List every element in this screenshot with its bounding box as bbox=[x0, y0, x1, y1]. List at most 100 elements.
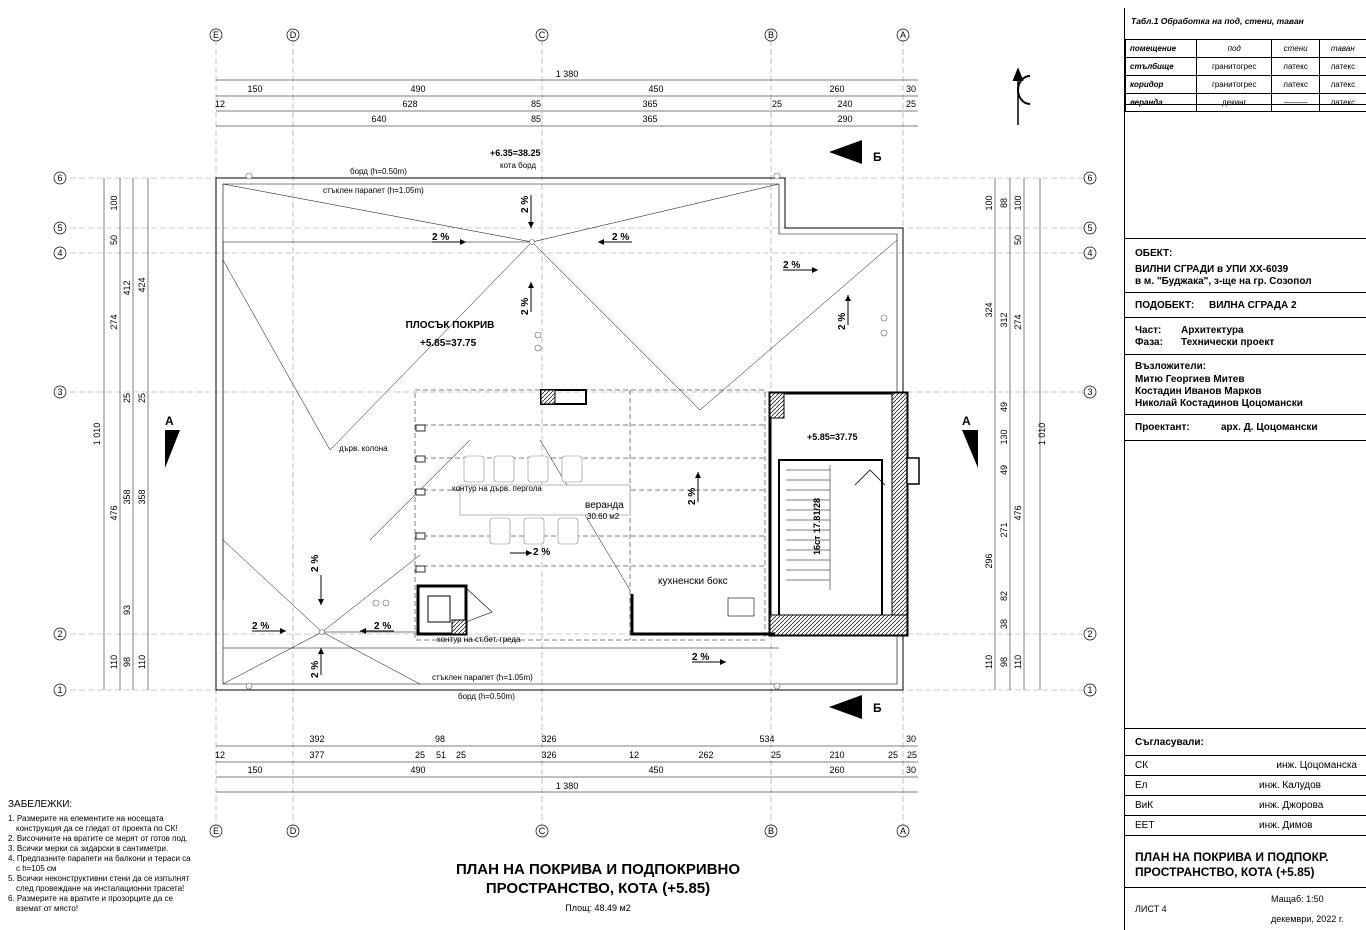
axis-number: 4 bbox=[57, 248, 62, 258]
svg-text:12: 12 bbox=[629, 750, 639, 760]
svg-text:12: 12 bbox=[215, 99, 225, 109]
axis-number: 6 bbox=[1087, 173, 1092, 183]
sheet-title-line1: ПЛАН НА ПОКРИВА И ПОДПОКР. bbox=[1135, 850, 1329, 864]
approvals-label: Съгласували: bbox=[1135, 737, 1204, 748]
finish-table: помещение под стени таван стълбище грани… bbox=[1125, 39, 1366, 112]
svg-text:476: 476 bbox=[1013, 505, 1023, 520]
svg-text:веранда: веранда bbox=[585, 500, 624, 511]
svg-text:150: 150 bbox=[247, 84, 262, 94]
axis-grid bbox=[70, 40, 1090, 830]
roof-drains bbox=[245, 172, 888, 690]
svg-text:260: 260 bbox=[829, 84, 844, 94]
note-line: след провеждане на инсталационни трасета… bbox=[16, 884, 185, 893]
svg-text:25: 25 bbox=[137, 393, 147, 403]
svg-text:100: 100 bbox=[109, 195, 119, 210]
svg-text:2 %: 2 % bbox=[783, 260, 800, 271]
client-name: Митю Георгиев Митев bbox=[1135, 374, 1245, 385]
axis-number: 3 bbox=[1087, 387, 1092, 397]
sheet-title-line2: ПРОСТРАНСТВО, КОТА (+5.85) bbox=[1135, 865, 1315, 879]
svg-text:424: 424 bbox=[137, 277, 147, 292]
note-line: 4. Предпазните парапети на балкони и тер… bbox=[8, 854, 191, 863]
svg-text:85: 85 bbox=[531, 99, 541, 109]
roof-label: ПЛОСЪК ПОКРИВ bbox=[406, 320, 495, 331]
axis-letter: D bbox=[290, 826, 297, 836]
svg-text:640: 640 bbox=[371, 114, 386, 124]
svg-text:88: 88 bbox=[999, 198, 1009, 208]
axis-number: 2 bbox=[1087, 629, 1092, 639]
svg-text:450: 450 bbox=[648, 765, 663, 775]
svg-text:50: 50 bbox=[1013, 235, 1023, 245]
svg-text:25: 25 bbox=[122, 393, 132, 403]
slope-arrows: 2 % 2 % 2 % 2 % 2 % 2 % 2 % 2 % 2 % 2 % … bbox=[252, 195, 851, 678]
svg-text:25: 25 bbox=[415, 750, 425, 760]
svg-text:326: 326 bbox=[541, 750, 556, 760]
svg-text:326: 326 bbox=[541, 734, 556, 744]
kitchen-box bbox=[630, 594, 775, 636]
svg-text:Б: Б bbox=[873, 150, 882, 164]
svg-text:2 %: 2 % bbox=[310, 555, 321, 572]
svg-text:2 %: 2 % bbox=[374, 621, 391, 632]
title-block: Табл.1 Обработка на под, стени, таван по… bbox=[1124, 8, 1366, 930]
sheet-scale: Мащаб: 1:50 bbox=[1271, 894, 1324, 904]
svg-text:2 %: 2 % bbox=[612, 232, 629, 243]
svg-text:274: 274 bbox=[1013, 314, 1023, 329]
svg-text:А: А bbox=[962, 414, 971, 428]
axis-letter: A bbox=[900, 826, 906, 836]
veranda-table bbox=[459, 455, 631, 545]
svg-text:2 %: 2 % bbox=[687, 488, 698, 505]
axis-letter: A bbox=[900, 30, 906, 40]
svg-text:490: 490 bbox=[410, 765, 425, 775]
svg-text:290: 290 bbox=[837, 114, 852, 124]
drawing-title: ПЛАН НА ПОКРИВА И ПОДПОКРИВНО ПРОСТРАНСТ… bbox=[455, 861, 741, 897]
svg-text:борд (h=0.50m): борд (h=0.50m) bbox=[350, 167, 407, 176]
designer: арх. Д. Цоцомански bbox=[1221, 422, 1318, 433]
client-name: Костадин Иванов Марков bbox=[1135, 386, 1262, 397]
svg-text:2 %: 2 % bbox=[520, 196, 531, 213]
svg-text:358: 358 bbox=[137, 489, 147, 504]
note-line: 3. Всички мерки са зидарски в сантиметри… bbox=[8, 844, 169, 853]
svg-text:контур на дърв. пергола: контур на дърв. пергола bbox=[452, 484, 542, 493]
chimney bbox=[416, 389, 587, 636]
svg-text:98: 98 bbox=[999, 657, 1009, 667]
svg-text:49: 49 bbox=[999, 465, 1009, 475]
client-name: Николай Костадинов Цоцомански bbox=[1135, 398, 1303, 409]
axis-number: 1 bbox=[1087, 685, 1092, 695]
roof-slope-lines bbox=[222, 183, 898, 685]
svg-text:2 %: 2 % bbox=[252, 621, 269, 632]
object-line1: ВИЛНИ СГРАДИ в УПИ ХХ-6039 bbox=[1135, 264, 1289, 275]
svg-text:450: 450 bbox=[648, 84, 663, 94]
svg-text:110: 110 bbox=[109, 655, 119, 669]
svg-text:628: 628 bbox=[402, 99, 417, 109]
axis-number: 4 bbox=[1087, 248, 1092, 258]
roof-level: +5.85=37.75 bbox=[420, 338, 477, 349]
svg-text:377: 377 bbox=[309, 750, 324, 760]
svg-text:1 010: 1 010 bbox=[92, 423, 102, 446]
svg-text:1 380: 1 380 bbox=[556, 781, 579, 791]
svg-text:365: 365 bbox=[642, 99, 657, 109]
svg-text:Б: Б bbox=[873, 701, 882, 715]
sheet-date: декември, 2022 г. bbox=[1271, 914, 1344, 924]
axis-number: 6 bbox=[57, 173, 62, 183]
svg-text:110: 110 bbox=[137, 655, 147, 669]
plan-labels: ПЛОСЪК ПОКРИВ +5.85=37.75 +6.35=38.25 ко… bbox=[323, 148, 858, 701]
svg-text:30.60 м2: 30.60 м2 bbox=[587, 512, 620, 521]
note-line: с h=105 см bbox=[16, 864, 57, 873]
subobject-label: ПОДОБЕКТ: bbox=[1135, 300, 1195, 311]
subobject: ВИЛНА СГРАДА 2 bbox=[1209, 300, 1297, 311]
svg-text:дърв. колона: дърв. колона bbox=[339, 444, 388, 453]
svg-text:365: 365 bbox=[642, 114, 657, 124]
roof-plan-drawing: E D C B A E D C B A 6 5 4 3 2 1 6 5 4 3 … bbox=[53, 28, 1097, 838]
axis-number: 3 bbox=[57, 387, 62, 397]
svg-text:25: 25 bbox=[906, 99, 916, 109]
axis-number: 5 bbox=[57, 223, 62, 233]
svg-text:100: 100 bbox=[1013, 195, 1023, 210]
svg-text:98: 98 bbox=[435, 734, 445, 744]
note-line: 6. Размерите на вратите и прозорците да … bbox=[8, 894, 173, 903]
svg-text:534: 534 bbox=[759, 734, 774, 744]
svg-text:274: 274 bbox=[109, 314, 119, 329]
drawing-area: Площ: 48.49 м2 bbox=[565, 903, 631, 913]
